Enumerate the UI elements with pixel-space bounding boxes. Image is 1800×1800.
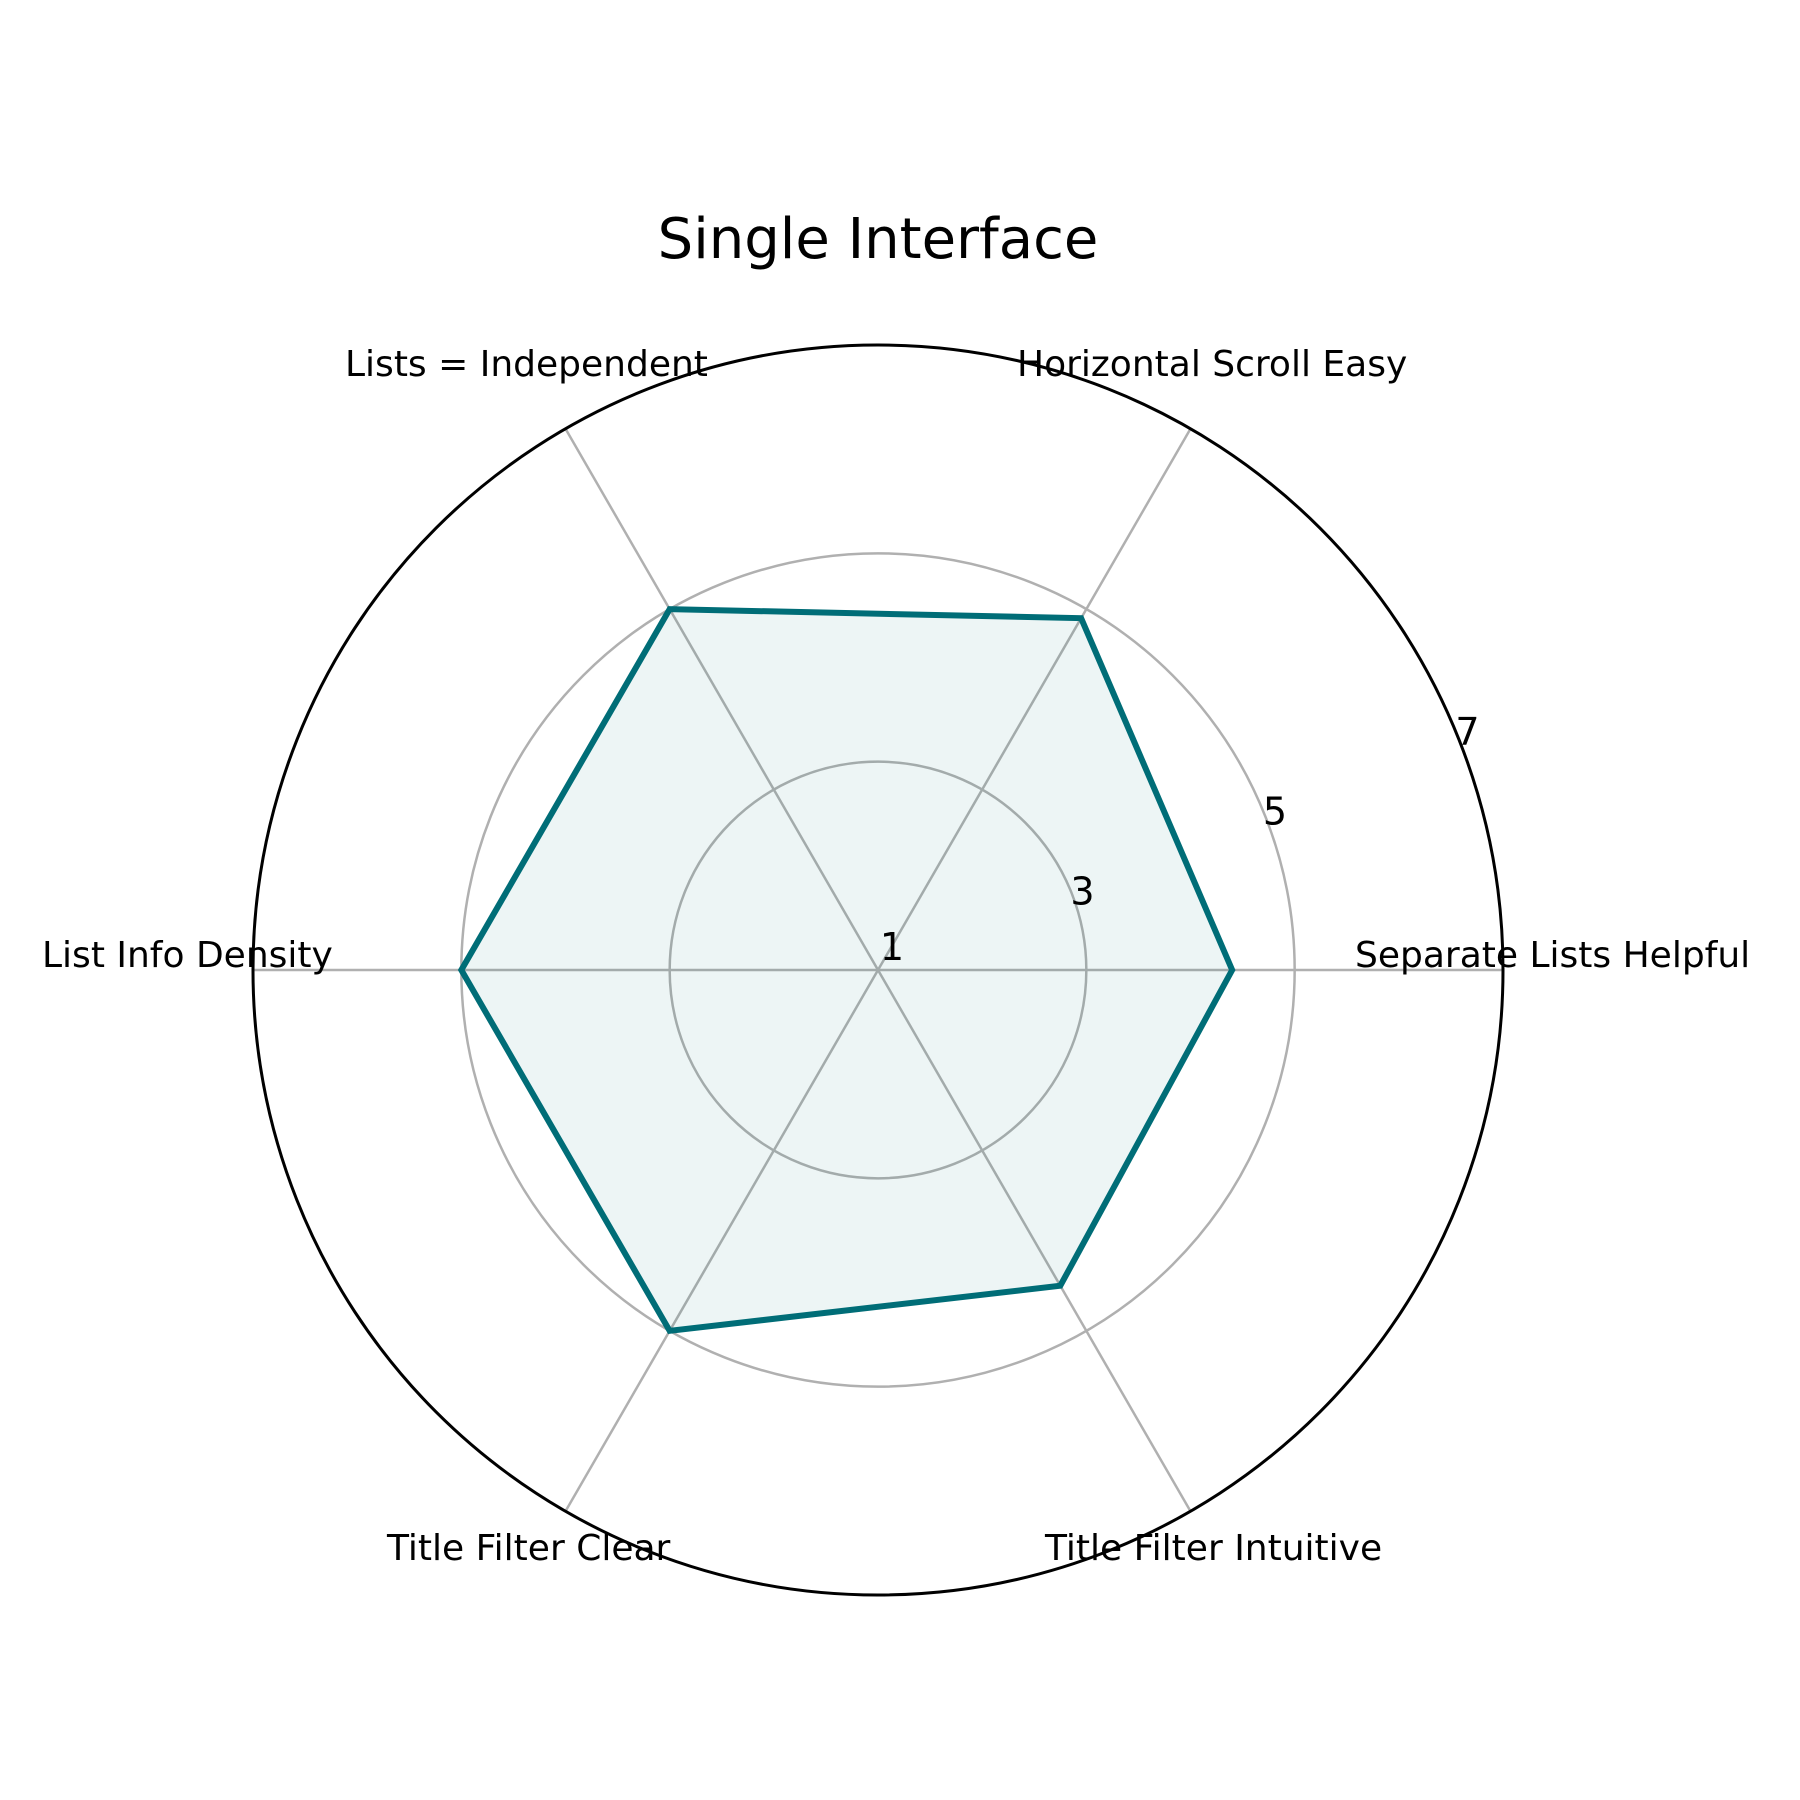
spoke-2 — [564, 428, 880, 971]
tick-label-1: 3 — [1070, 869, 1094, 913]
tick-label-3: 7 — [1455, 710, 1479, 754]
grid — [251, 343, 1505, 1597]
category-label-2: Lists = Independent — [345, 344, 708, 385]
category-label-3: List Info Density — [42, 935, 333, 976]
grid-ring-1 — [668, 760, 1088, 1180]
category-label-4: Title Filter Clear — [386, 1528, 671, 1569]
series-polygon — [457, 606, 1236, 1335]
tick-label-0: 1 — [880, 925, 904, 969]
series — [457, 606, 1236, 1335]
spoke-4 — [564, 969, 880, 1512]
spoke-5 — [876, 969, 1192, 1512]
labels: Separate Lists Helpful Horizontal Scroll … — [42, 344, 1750, 1569]
category-label-0: Separate Lists Helpful — [1355, 935, 1750, 976]
chart-title: Single Interface — [658, 207, 1099, 272]
spoke-1 — [876, 428, 1192, 971]
category-label-5: Title Filter Intuitive — [1044, 1528, 1382, 1569]
category-label-1: Horizontal Scroll Easy — [1017, 344, 1407, 385]
tick-label-2: 5 — [1263, 790, 1287, 834]
outer-ring — [251, 343, 1505, 1597]
